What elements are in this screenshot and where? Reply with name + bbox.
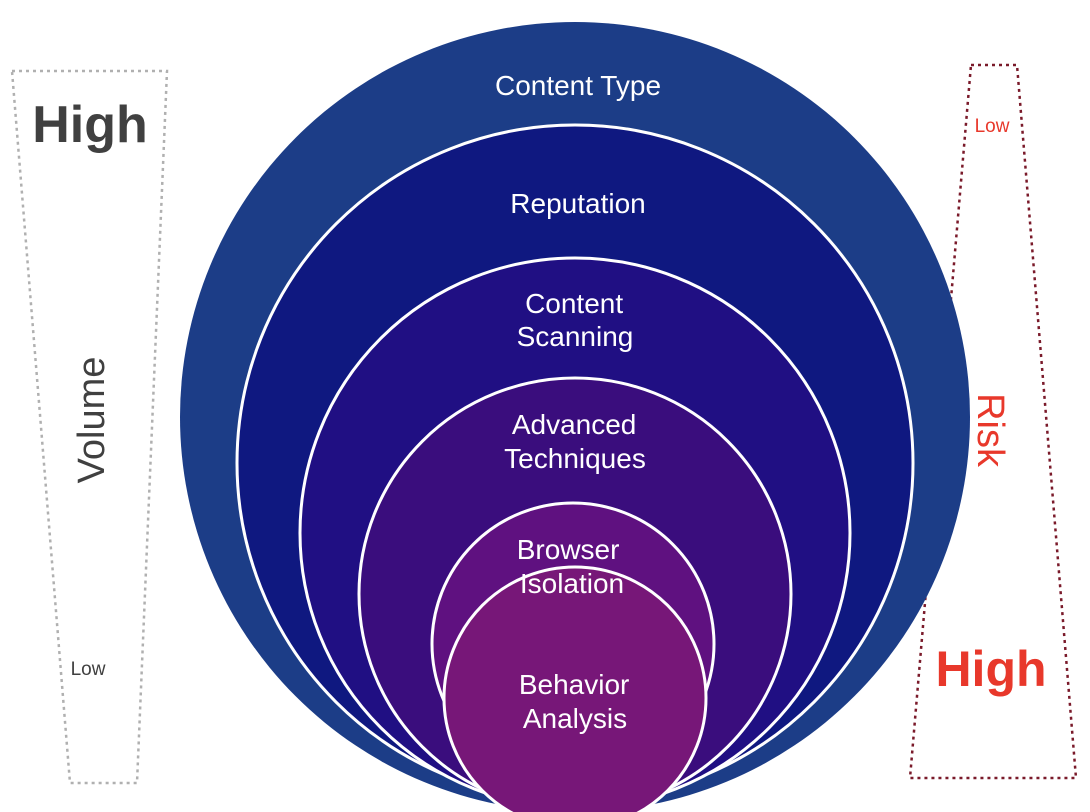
risk-low-label: Low	[975, 116, 1010, 137]
layer-content-type-label: Content Type	[495, 70, 661, 101]
risk-funnel-outline	[908, 63, 1078, 780]
volume-axis-title: Volume	[71, 357, 113, 484]
layer-behavior-analysis-label: Behavior Analysis	[519, 669, 637, 734]
layer-advanced-techniques-label: Advanced Techniques	[504, 409, 646, 474]
volume-high-label: High	[32, 96, 148, 154]
layer-content-scanning-label: Content Scanning	[517, 288, 634, 352]
risk-axis-title: Risk	[969, 393, 1011, 468]
risk-high-label: High	[935, 641, 1046, 697]
layer-reputation-label: Reputation	[510, 188, 645, 219]
volume-low-label: Low	[71, 659, 106, 680]
layer-behavior-analysis-circle	[442, 565, 708, 812]
layer-browser-isolation-label: Browser Isolation	[517, 534, 627, 599]
